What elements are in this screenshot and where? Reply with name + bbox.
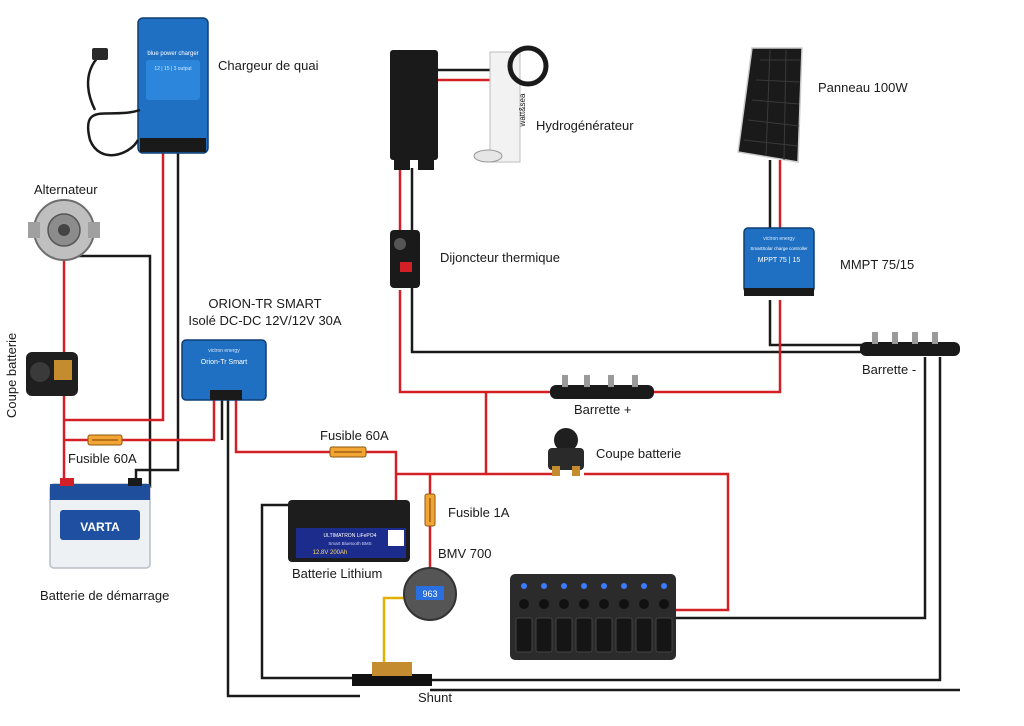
label-battery-switch-left: Coupe batterie <box>4 332 19 418</box>
switch-rocker <box>575 617 593 653</box>
alternator <box>28 199 100 261</box>
switch-fuse-knob <box>579 599 589 609</box>
hydro-regulator <box>390 50 438 170</box>
positive-wires <box>62 78 782 612</box>
shore-charger: blue power charger 12 | 15 | 3 output <box>86 17 209 157</box>
switch-fuse-knob <box>659 599 669 609</box>
switch-led <box>581 583 587 589</box>
lithium-sub-text: Smart Bluetooth BMS <box>328 541 371 546</box>
battery-switch-right <box>548 428 584 476</box>
charger-sub-text: 12 | 15 | 3 output <box>154 66 192 72</box>
label-negative-busbar: Barrette - <box>862 362 917 377</box>
lithium-battery: ULTIMATRON LiFePO4 Smart Bluetooth BMS 1… <box>288 500 410 562</box>
lithium-brand-text: ULTIMATRON LiFePO4 <box>324 533 377 539</box>
switch-led <box>601 583 607 589</box>
hydro-brand-text: watt&sea <box>518 93 527 127</box>
varta-brand-text: VARTA <box>80 520 120 534</box>
switch-rocker <box>555 617 573 653</box>
fuse-60a-mid <box>329 446 367 458</box>
orion-name-text: Orion-Tr Smart <box>201 359 247 366</box>
label-mppt: MMPT 75/15 <box>840 257 915 272</box>
switch-led <box>561 583 567 589</box>
label-fuse-60a-mid: Fusible 60A <box>320 428 389 443</box>
label-thermal-breaker: Dijoncteur thermique <box>440 250 560 265</box>
label-shunt: Shunt <box>418 690 452 705</box>
switch-rocker <box>615 617 633 653</box>
switch-fuse-knob <box>559 599 569 609</box>
hydro-generator: watt&sea <box>473 45 549 163</box>
bmv-display-text: 963 <box>422 589 437 599</box>
fuse-1a <box>424 493 436 527</box>
label-hydro-generator: Hydrogénérateur <box>536 118 634 133</box>
switch-rocker <box>655 617 673 653</box>
solar-panel <box>737 47 803 163</box>
switch-fuse-knob <box>539 599 549 609</box>
mppt-model-text: MPPT 75 | 15 <box>758 257 801 264</box>
switch-led <box>641 583 647 589</box>
switch-led <box>661 583 667 589</box>
label-fuse-60a-left: Fusible 60A <box>68 451 137 466</box>
orion-brand-text: victron energy <box>208 348 240 354</box>
switch-led <box>541 583 547 589</box>
switch-fuse-knob <box>519 599 529 609</box>
label-solar-panel: Panneau 100W <box>818 80 908 95</box>
thermal-breaker <box>390 230 420 288</box>
switch-rocker <box>595 617 613 653</box>
label-positive-busbar: Barrette + <box>574 402 632 417</box>
bmv-700-monitor: 963 <box>403 567 457 621</box>
label-shore-charger: Chargeur de quai <box>218 58 319 73</box>
label-alternator: Alternateur <box>34 182 98 197</box>
switch-rocker <box>635 617 653 653</box>
label-lithium-battery: Batterie Lithium <box>292 566 383 581</box>
negative-busbar <box>860 332 960 356</box>
switch-panel <box>510 574 676 660</box>
positive-busbar <box>550 375 654 399</box>
switch-led <box>521 583 527 589</box>
shunt-sense-wire <box>382 596 412 662</box>
label-bmv: BMV 700 <box>438 546 492 561</box>
negative-wires <box>78 68 960 698</box>
orion-dc-dc: victron energy Orion-Tr Smart <box>181 339 267 401</box>
shunt <box>352 662 432 686</box>
switch-fuse-knob <box>639 599 649 609</box>
mppt-brand-text: victron energy <box>763 236 795 242</box>
label-fuse-1a: Fusible 1A <box>448 505 510 520</box>
label-battery-switch-right: Coupe batterie <box>596 446 682 461</box>
switch-fuse-knob <box>619 599 629 609</box>
label-orion-line2: Isolé DC-DC 12V/12V 30A <box>188 313 342 328</box>
charger-title-text: blue power charger <box>147 51 198 57</box>
switch-rocker <box>515 617 533 653</box>
switch-fuse-knob <box>599 599 609 609</box>
switch-led <box>621 583 627 589</box>
mppt-controller: victron energy SmartSolar charge control… <box>743 227 815 296</box>
mppt-name-text: SmartSolar charge controller <box>750 246 808 251</box>
lithium-spec-text: 12.8V 200Ah <box>313 550 348 556</box>
fuse-60a-left <box>87 434 123 446</box>
label-orion-line1: ORION-TR SMART <box>208 296 322 311</box>
starter-battery: VARTA <box>49 478 151 569</box>
battery-switch-left <box>26 352 78 396</box>
label-starter-battery: Batterie de démarrage <box>40 588 170 603</box>
switch-rocker <box>535 617 553 653</box>
